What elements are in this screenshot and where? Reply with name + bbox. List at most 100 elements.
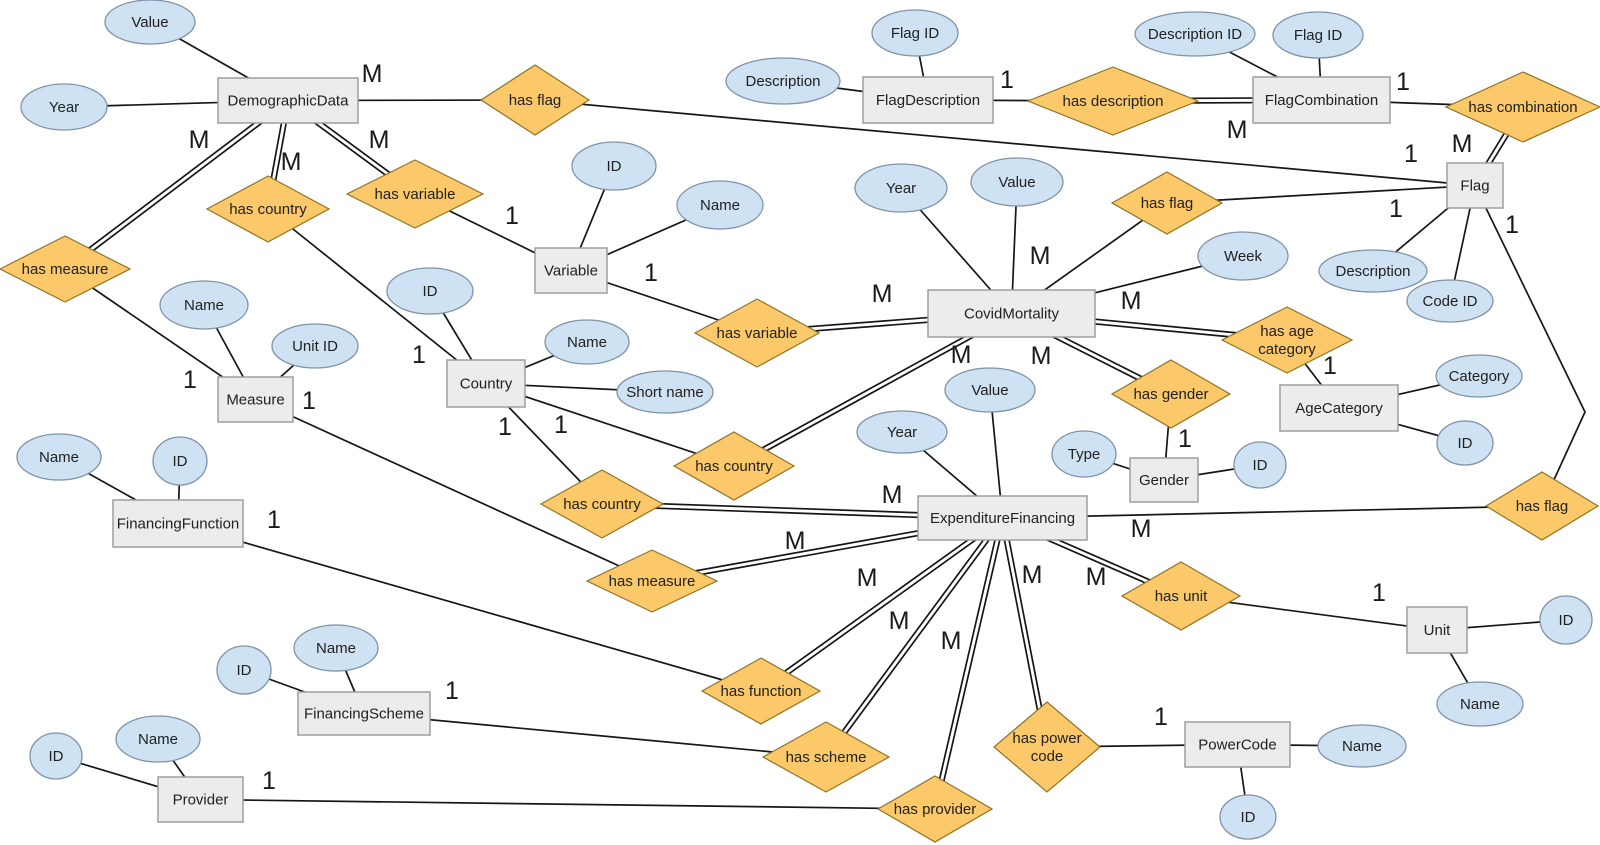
entity-covid-mortality xyxy=(927,289,1096,338)
attribute-label-dd-year: Year xyxy=(49,99,79,116)
edge-rel-cm-has-flag-flag xyxy=(1166,184,1476,204)
cardinality-M-expenditure-financing: M xyxy=(882,481,903,509)
entity-variable xyxy=(534,247,608,294)
cardinality-M-expenditure-financing: M xyxy=(1086,563,1107,591)
attribute-cm-week xyxy=(1197,231,1289,281)
relationship-rel-cm-has-flag xyxy=(1110,171,1224,235)
relationship-label-rel-has-scheme: has scheme xyxy=(786,749,867,766)
entity-label-flag-combination: FlagCombination xyxy=(1265,92,1378,109)
cardinality-1-rel-ef-has-measure: 1 xyxy=(302,387,316,415)
attribute-ff-name xyxy=(16,433,102,481)
attribute-fc-flag-id xyxy=(1272,11,1364,59)
edge-expenditure-financing-rel-has-function xyxy=(761,519,1005,694)
edge-rel-ef-has-measure-measure xyxy=(255,398,653,582)
cardinality-1-rel-has-unit: 1 xyxy=(1372,579,1386,607)
entity-country xyxy=(446,359,526,408)
entity-gender xyxy=(1129,457,1199,503)
edge-expenditure-financing-rel-has-function xyxy=(759,515,1002,690)
cardinality-M-expenditure-financing: M xyxy=(1131,515,1152,543)
relationship-label-rel-has-description: has description xyxy=(1063,93,1164,110)
relationship-rel-has-description xyxy=(1026,66,1200,136)
relationship-label-rel-has-power-code: code xyxy=(1031,748,1064,765)
cardinality-M-expenditure-financing: M xyxy=(889,607,910,635)
cardinality-1-rel-has-scheme: 1 xyxy=(445,677,459,705)
edge-rel-dd-has-flag-flag xyxy=(534,99,1476,187)
relationship-label-rel-cm-has-country: has country xyxy=(695,458,773,475)
cardinality-1-rel-dd-has-measure: 1 xyxy=(183,366,197,394)
attribute-label-fc-description-id: Description ID xyxy=(1148,26,1242,43)
edge-expenditure-financing-rel-has-scheme xyxy=(827,518,1006,759)
cardinality-1-rel-has-gender: 1 xyxy=(1178,425,1192,453)
relationship-rel-has-provider xyxy=(876,775,994,843)
edge-expenditure-financing-rel-has-power-code xyxy=(999,518,1046,748)
relationship-label-rel-ef-has-country: has country xyxy=(563,496,641,513)
relationship-label-rel-has-combination: has combination xyxy=(1468,99,1577,116)
entity-expenditure-financing xyxy=(917,495,1088,541)
attribute-gender-type xyxy=(1051,430,1117,478)
attribute-variable-id xyxy=(571,141,657,191)
edge-rel-dd-has-country-country xyxy=(267,208,487,385)
relationship-rel-ef-has-country xyxy=(539,469,665,539)
attribute-label-gender-id: ID xyxy=(1253,457,1268,474)
relationship-label-rel-ef-has-measure: has measure xyxy=(609,573,696,590)
attribute-measure-unit-id xyxy=(271,323,359,369)
attribute-country-short-name xyxy=(616,370,714,414)
relationship-rel-has-gender xyxy=(1110,359,1232,429)
cardinality-1-rel-dd-has-variable: 1 xyxy=(505,202,519,230)
attribute-fs-name xyxy=(293,624,379,672)
relationship-label-rel-dd-has-country: has country xyxy=(229,201,307,218)
attribute-label-country-name: Name xyxy=(567,334,607,351)
entity-financing-function xyxy=(112,499,244,548)
entity-label-provider: Provider xyxy=(173,792,229,809)
cardinality-M-covid-mortality: M xyxy=(1121,287,1142,315)
relationship-label-rel-has-gender: has gender xyxy=(1133,386,1208,403)
attribute-pc-id xyxy=(1219,794,1277,840)
cardinality-1-rel-ef-has-flag: 1 xyxy=(1505,211,1519,239)
relationship-label-rel-has-power-code: has power xyxy=(1012,730,1081,747)
cardinality-1-rel-has-provider: 1 xyxy=(262,767,276,795)
attribute-variable-name xyxy=(676,180,764,230)
attribute-label-ef-year: Year xyxy=(887,424,917,441)
attribute-label-dd-value: Value xyxy=(131,14,168,31)
attribute-gender-id xyxy=(1233,441,1287,489)
relationship-label-rel-cm-has-variable: has variable xyxy=(717,325,798,342)
entity-label-age-category: AgeCategory xyxy=(1295,400,1383,417)
cardinality-1-rel-cm-has-flag: 1 xyxy=(1389,195,1403,223)
entity-label-financing-function: FinancingFunction xyxy=(117,516,240,533)
edge-rel-has-function-financing-function xyxy=(177,522,762,692)
edge-rel-cm-has-country-country xyxy=(485,382,735,467)
attribute-label-fc-flag-id: Flag ID xyxy=(1294,27,1343,44)
entity-label-demographic-data: DemographicData xyxy=(228,93,350,110)
attribute-label-unit-name: Name xyxy=(1460,696,1500,713)
relationship-rel-dd-has-country xyxy=(205,175,331,243)
attribute-label-cm-year: Year xyxy=(886,180,916,197)
attribute-ef-year xyxy=(856,410,948,454)
relationship-rel-dd-has-variable xyxy=(345,159,485,229)
attribute-label-fd-description: Description xyxy=(745,73,820,90)
attribute-label-country-short-name: Short name xyxy=(626,384,704,401)
attribute-label-flag-code-id: Code ID xyxy=(1422,293,1477,310)
relationship-rel-ef-has-measure xyxy=(585,549,719,613)
relationship-label-rel-dd-has-flag: has flag xyxy=(509,92,562,109)
attribute-label-variable-name: Name xyxy=(700,197,740,214)
cardinality-M-rel-has-combination: M xyxy=(1452,130,1473,158)
relationship-rel-cm-has-country xyxy=(672,431,796,501)
relationship-rel-ef-has-flag xyxy=(1484,471,1600,541)
entity-label-power-code: PowerCode xyxy=(1198,737,1276,754)
attribute-unit-id xyxy=(1539,595,1593,645)
relationship-rel-cm-has-variable xyxy=(693,298,821,368)
edge-rel-ef-has-flag-flag xyxy=(1474,185,1586,507)
attribute-cm-value xyxy=(970,157,1064,207)
cardinality-M-demographic-data: M xyxy=(369,126,390,154)
attribute-label-fs-name: Name xyxy=(316,640,356,657)
attribute-flag-code-id xyxy=(1406,279,1494,323)
attribute-dd-year xyxy=(20,83,108,131)
entity-label-variable: Variable xyxy=(544,263,598,280)
attribute-label-provider-id: ID xyxy=(49,748,64,765)
cardinality-1-rel-dd-has-flag: 1 xyxy=(1404,140,1418,168)
cardinality-M-covid-mortality: M xyxy=(1031,342,1052,370)
cardinality-M-demographic-data: M xyxy=(281,148,302,176)
